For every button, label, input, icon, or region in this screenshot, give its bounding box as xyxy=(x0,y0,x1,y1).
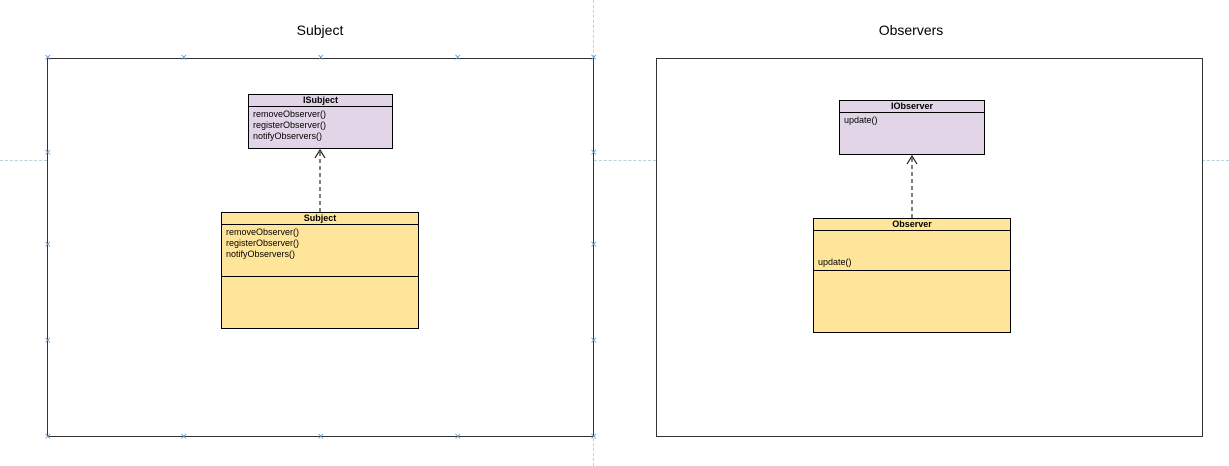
operation: update() xyxy=(818,257,852,267)
resize-handle-icon[interactable]: × xyxy=(180,432,188,442)
operation: registerObserver() xyxy=(226,238,300,248)
operation: update() xyxy=(844,115,878,125)
class-name: ISubject xyxy=(249,95,392,107)
resize-handle-icon[interactable]: × xyxy=(317,53,325,63)
class-name: Observer xyxy=(814,219,1010,231)
resize-handle-icon[interactable]: × xyxy=(590,432,598,442)
horizontal-guide-left xyxy=(0,160,47,161)
operations-section: update() xyxy=(814,257,1010,271)
operation: registerObserver() xyxy=(253,120,327,130)
resize-handle-icon[interactable]: × xyxy=(590,53,598,63)
operations-section: removeObserver() registerObserver() noti… xyxy=(249,107,392,144)
operation: notifyObservers() xyxy=(253,131,323,141)
class-iobserver[interactable]: IObserver update() xyxy=(839,100,985,155)
resize-handle-icon[interactable]: × xyxy=(454,432,462,442)
resize-handle-icon[interactable]: × xyxy=(44,240,52,250)
resize-handle-icon[interactable]: × xyxy=(44,148,52,158)
resize-handle-icon[interactable]: × xyxy=(44,336,52,346)
frame-subject[interactable] xyxy=(47,58,594,437)
operation: notifyObservers() xyxy=(226,249,296,259)
class-name: Subject xyxy=(222,213,418,225)
class-isubject[interactable]: ISubject removeObserver() registerObserv… xyxy=(248,94,393,149)
resize-handle-icon[interactable]: × xyxy=(44,432,52,442)
operation: removeObserver() xyxy=(253,109,327,119)
resize-handle-icon[interactable]: × xyxy=(590,336,598,346)
resize-handle-icon[interactable]: × xyxy=(454,53,462,63)
operation: removeObserver() xyxy=(226,227,300,237)
horizontal-guide-right xyxy=(1202,160,1229,161)
class-subject[interactable]: Subject removeObserver() registerObserve… xyxy=(221,212,419,329)
resize-handle-icon[interactable]: × xyxy=(590,148,598,158)
resize-handle-icon[interactable]: × xyxy=(180,53,188,63)
realization-arrow-observer[interactable] xyxy=(906,155,918,218)
resize-handle-icon[interactable]: × xyxy=(317,432,325,442)
resize-handle-icon[interactable]: × xyxy=(590,240,598,250)
frame-title-observers: Observers xyxy=(878,22,944,38)
class-name: IObserver xyxy=(840,101,984,113)
operations-section: removeObserver() registerObserver() noti… xyxy=(222,225,418,277)
class-observer[interactable]: Observer update() xyxy=(813,218,1011,333)
horizontal-guide-middle xyxy=(594,160,656,161)
resize-handle-icon[interactable]: × xyxy=(44,53,52,63)
operations-section: update() xyxy=(840,113,984,128)
frame-observers[interactable] xyxy=(656,58,1203,437)
frame-title-subject: Subject xyxy=(296,22,344,38)
realization-arrow-subject[interactable] xyxy=(314,149,326,212)
